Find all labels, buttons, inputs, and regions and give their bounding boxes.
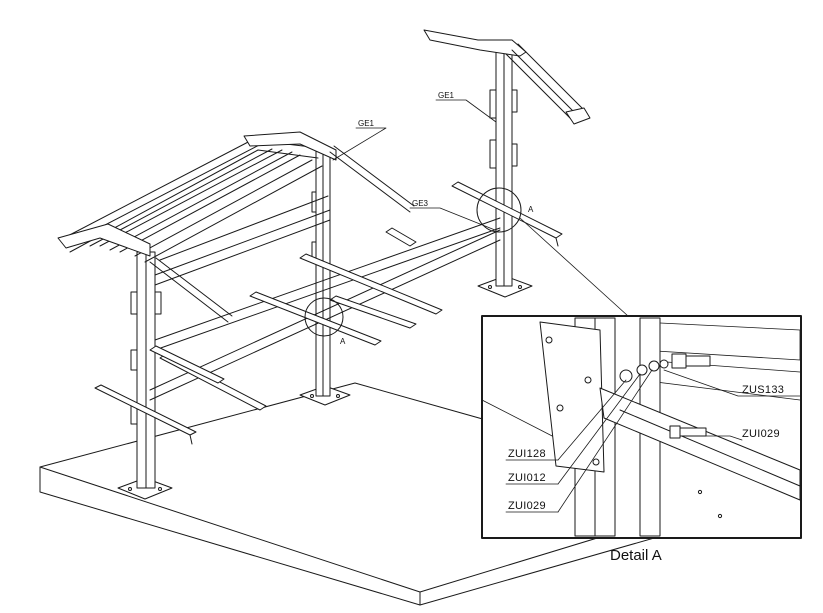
label-zui012: ZUI012 [508,472,546,484]
vertical-posts [130,43,518,489]
label-ge3: GE3 [412,199,429,208]
leader-lines [332,99,629,317]
label-ge1-left: GE1 [358,119,375,128]
label-zui029-left: ZUI029 [508,500,546,512]
main-view-labels: GE1 GE1 GE3 A A [340,91,534,346]
detail-a-labels: ZUS133 ZUI029 ZUI128 ZUI012 ZUI029 [508,384,784,512]
detail-a-panel [481,315,802,539]
label-zui029-right: ZUI029 [742,428,780,440]
label-zui128: ZUI128 [508,448,546,460]
detail-a-caption: Detail A [610,547,662,564]
label-zus133: ZUS133 [742,384,784,396]
cross-members [94,181,563,445]
roof-frame [57,29,591,323]
label-ge1-right: GE1 [438,91,455,100]
detail-callout-circles [304,187,522,337]
label-detail-a-right: A [528,205,534,214]
label-detail-a-mid: A [340,337,346,346]
